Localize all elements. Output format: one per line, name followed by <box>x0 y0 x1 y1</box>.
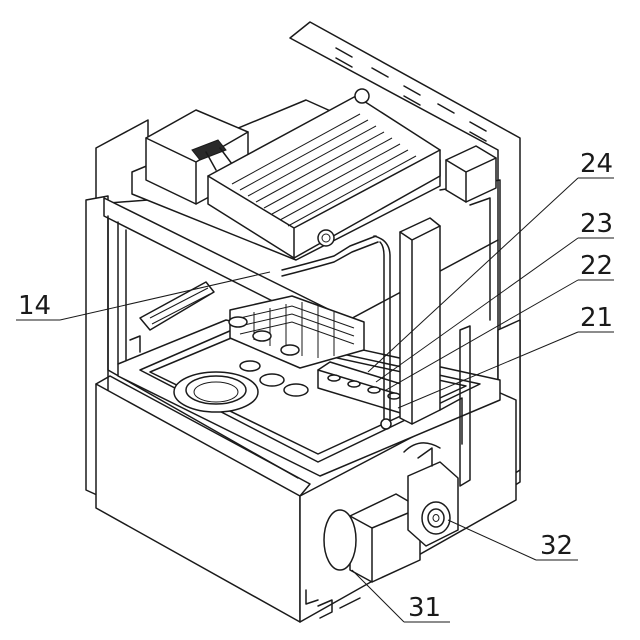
sump-inner <box>186 376 246 404</box>
callout-23: 23 <box>580 209 613 239</box>
callout-32: 32 <box>540 531 573 561</box>
callout-31: 31 <box>408 593 441 623</box>
pump-motor-end <box>324 510 356 570</box>
outlet-fitting <box>318 230 334 246</box>
callout-14: 14 <box>18 291 51 321</box>
callout-21: 21 <box>580 303 613 333</box>
callout-24: 24 <box>580 149 613 179</box>
fan-box <box>446 146 496 202</box>
callout-22: 22 <box>580 251 613 281</box>
inlet-fitting <box>355 89 369 103</box>
